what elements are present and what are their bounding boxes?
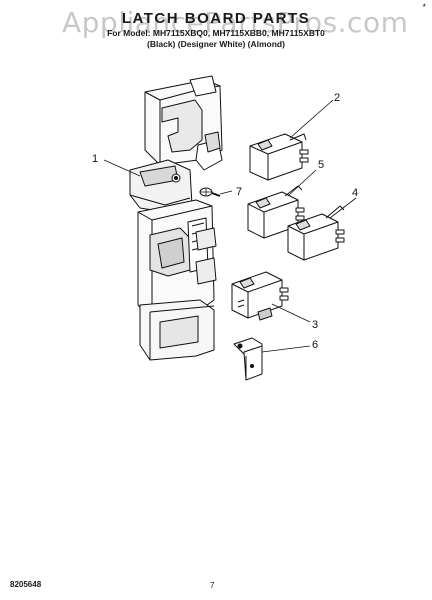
latch-board — [129, 75, 223, 361]
callout-5: 5 — [318, 159, 324, 171]
document-number: 8205648 — [10, 580, 42, 589]
page-title: LATCH BOARD PARTS — [121, 10, 311, 27]
switch-part-2 — [249, 133, 309, 181]
leader-lines — [103, 99, 357, 353]
callout-6: 6 — [312, 339, 318, 351]
switch-part-4 — [287, 205, 345, 261]
switch-part-5 — [247, 185, 305, 239]
watermark: AppliancePartsPros.com — [62, 6, 409, 39]
model-line: For Model: MH7115XBQ0, MH7115XBB0, MH711… — [107, 28, 325, 38]
callout-4: 4 — [352, 187, 358, 199]
callout-2: 2 — [334, 92, 340, 104]
switch-part-3 — [231, 271, 289, 321]
callout-7: 7 — [236, 186, 242, 198]
screw-part-7 — [199, 187, 221, 197]
bracket-part-6 — [233, 337, 263, 381]
callout-3: 3 — [312, 319, 318, 331]
color-line: (Black) (Designer White) (Almond) — [147, 39, 285, 49]
page-number: 7 — [210, 581, 215, 590]
corner-mark: * — [422, 2, 426, 12]
callout-1: 1 — [92, 153, 98, 165]
